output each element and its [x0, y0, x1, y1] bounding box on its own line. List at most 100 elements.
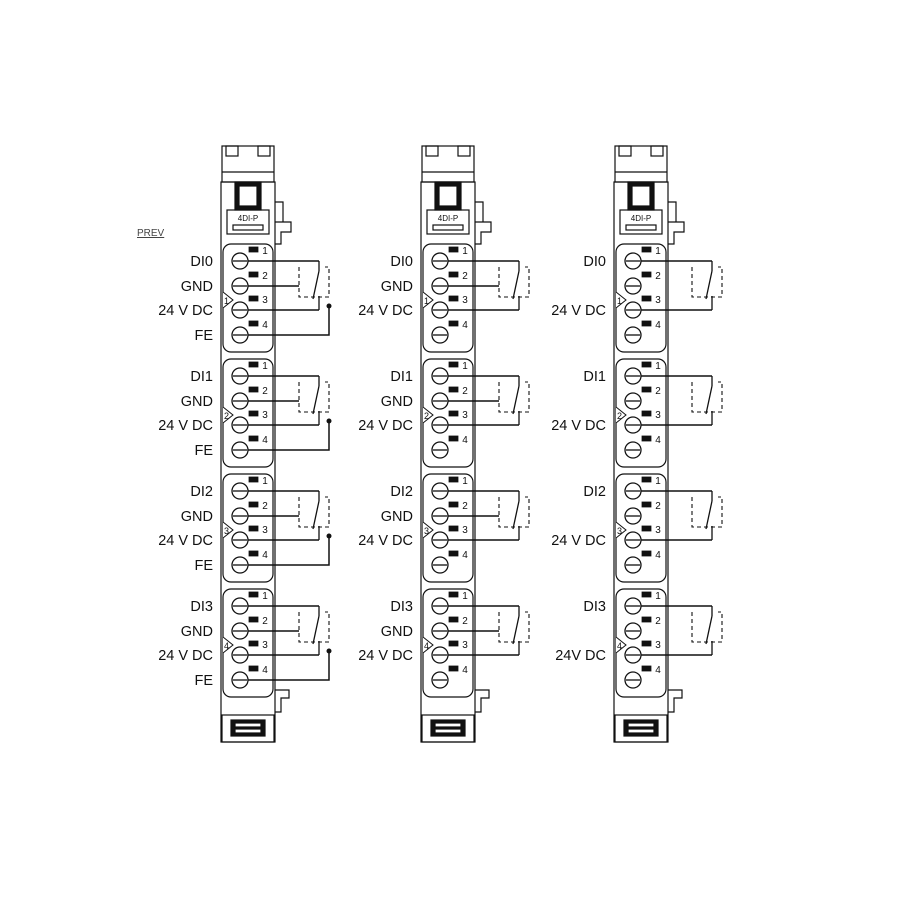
- signal-label: 24 V DC: [358, 533, 413, 549]
- pin-number: 1: [262, 476, 268, 487]
- group-marker: [222, 521, 234, 539]
- label-bar: [625, 224, 657, 231]
- group-marker: [222, 291, 234, 309]
- signal-label: DI2: [190, 484, 213, 500]
- led-indicator: [641, 616, 652, 623]
- bottom-latch: [421, 714, 475, 743]
- pin-number: 3: [462, 525, 468, 536]
- pin-number: 4: [262, 320, 268, 331]
- led-indicator: [248, 361, 259, 368]
- release-lever: [668, 221, 685, 245]
- pin-number: 1: [655, 476, 661, 487]
- release-lever-bottom: [475, 689, 490, 713]
- switch-contact: [705, 615, 713, 645]
- led-indicator: [248, 410, 259, 417]
- pin-number: 1: [462, 246, 468, 257]
- release-lever-bottom: [275, 689, 290, 713]
- group-number: 2: [224, 411, 229, 421]
- pin-number: 2: [462, 271, 468, 282]
- led-indicator: [248, 616, 259, 623]
- group-number: 4: [224, 641, 229, 651]
- led-indicator: [641, 525, 652, 532]
- led-indicator: [641, 501, 652, 508]
- led-indicator: [448, 320, 459, 327]
- pin-number: 1: [262, 246, 268, 257]
- group-marker: [615, 636, 627, 654]
- group-number: 3: [224, 526, 229, 536]
- signal-label: DI2: [390, 484, 413, 500]
- led-indicator: [448, 386, 459, 393]
- pin-number: 4: [655, 665, 661, 676]
- sensor-housing: [691, 266, 723, 298]
- led-indicator: [248, 591, 259, 598]
- pin-number: 3: [262, 410, 268, 421]
- pin-number: 4: [655, 435, 661, 446]
- led-indicator: [248, 525, 259, 532]
- led-indicator: [248, 476, 259, 483]
- latch-tab: [457, 145, 471, 157]
- sensor-wiring: [448, 375, 530, 426]
- fe-wire: [248, 651, 330, 681]
- led-indicator: [448, 616, 459, 623]
- led-indicator: [248, 640, 259, 647]
- sensor-housing: [298, 496, 330, 528]
- group-number: 2: [617, 411, 622, 421]
- pin-number: 3: [462, 295, 468, 306]
- sensor-housing: [298, 611, 330, 643]
- signal-label: DI1: [390, 369, 413, 385]
- led-indicator: [641, 550, 652, 557]
- signal-label: 24 V DC: [158, 418, 213, 434]
- signal-label: GND: [181, 279, 213, 295]
- module-type-label: 4DI-P: [238, 214, 258, 223]
- signal-label: FE: [194, 443, 213, 459]
- locking-slide-window: [438, 185, 458, 207]
- signal-label: 24 V DC: [358, 303, 413, 319]
- module-type-label: 4DI-P: [631, 214, 651, 223]
- signal-label: DI0: [190, 254, 213, 270]
- signal-label: DI1: [190, 369, 213, 385]
- led-indicator: [641, 295, 652, 302]
- switch-contact: [512, 270, 520, 300]
- junction-dot: [326, 648, 332, 654]
- led-indicator: [641, 361, 652, 368]
- locking-slide-window: [238, 185, 258, 207]
- group-number: 3: [617, 526, 622, 536]
- pin-number: 4: [655, 320, 661, 331]
- led-indicator: [641, 271, 652, 278]
- sensor-wiring: [641, 260, 723, 311]
- signal-label: 24 V DC: [358, 648, 413, 664]
- signal-label: 24 V DC: [158, 303, 213, 319]
- pin-number: 2: [262, 616, 268, 627]
- latch-tab: [650, 145, 664, 157]
- pin-number: 1: [462, 361, 468, 372]
- pin-number: 3: [655, 525, 661, 536]
- pin-number: 3: [262, 295, 268, 306]
- led-indicator: [448, 501, 459, 508]
- pin-number: 4: [262, 435, 268, 446]
- led-indicator: [248, 665, 259, 672]
- junction-dot: [326, 533, 332, 539]
- group-number: 2: [424, 411, 429, 421]
- pin-number: 4: [462, 665, 468, 676]
- signal-label: GND: [381, 509, 413, 525]
- pin-number: 2: [655, 501, 661, 512]
- sensor-wiring: [448, 260, 530, 311]
- pin-number: 1: [655, 246, 661, 257]
- release-lever: [475, 221, 492, 245]
- top-latch: [614, 145, 668, 183]
- led-indicator: [448, 410, 459, 417]
- pin-number: 1: [462, 591, 468, 602]
- led-indicator: [248, 501, 259, 508]
- led-indicator: [248, 435, 259, 442]
- signal-label: 24V DC: [555, 648, 606, 664]
- led-indicator: [641, 591, 652, 598]
- switch-contact: [512, 615, 520, 645]
- switch-contact: [705, 500, 713, 530]
- sensor-wiring: [641, 605, 723, 656]
